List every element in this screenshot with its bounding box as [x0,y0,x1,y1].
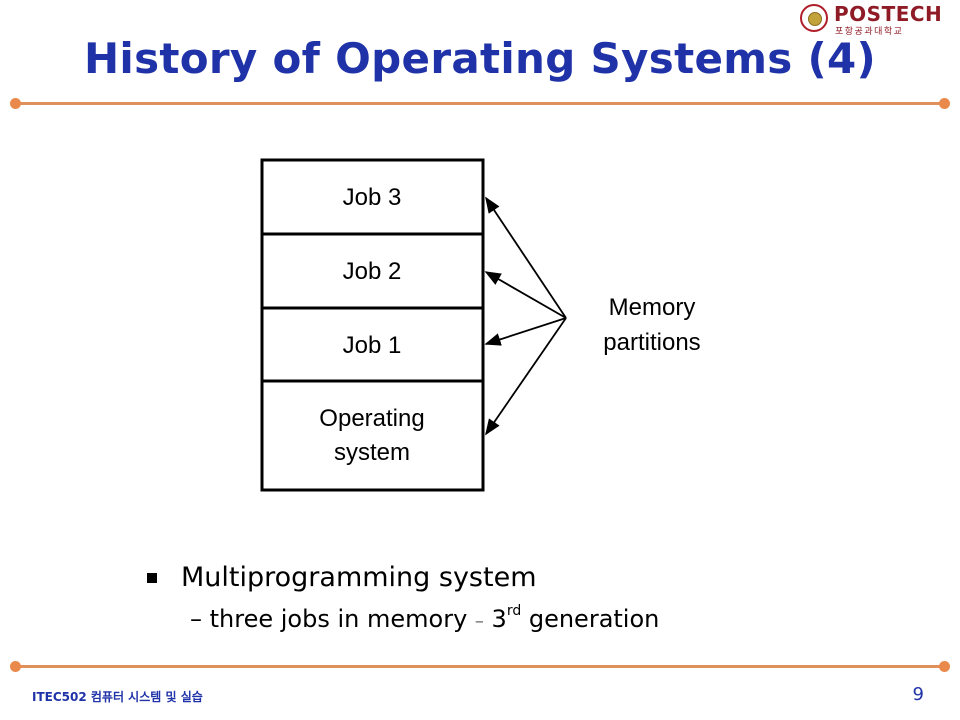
arrow-to-job1 [484,317,567,346]
ordinal-suffix: rd [506,603,522,619]
bullet-item: Multiprogramming system [145,562,659,593]
sub-tail: generation [521,605,660,633]
header-divider-left-dot [10,98,21,109]
footer-divider-left-dot [10,661,21,672]
partition-label-os-line1: Operating [319,405,424,432]
memory-partitions-label-line1: Memory [609,294,696,321]
sub-bullet-text: three jobs in memory [209,605,475,633]
partition-label-job3: Job 3 [343,184,402,211]
footer-divider [16,665,944,668]
bullet-list: Multiprogramming system – three jobs in … [145,562,659,633]
arrow-to-job3 [485,196,567,319]
sub-bullet-dash-icon: – [190,605,202,633]
inline-dash: – [474,611,484,632]
postech-logo: POSTECH 포항공과대학교 [800,2,952,37]
partition-label-os-line2: system [334,439,410,466]
page-number: 9 [912,684,924,705]
logo-name: POSTECH [834,2,943,26]
sub-number: 3 [483,605,507,633]
footer-divider-right-dot [939,661,950,672]
arrow-to-os [485,317,567,436]
square-bullet-icon [147,572,157,583]
header-divider-right-dot [939,98,950,109]
slide-title: History of Operating Systems (4) [83,34,877,83]
memory-partitions-label-line2: partitions [603,329,700,356]
header-divider [16,102,944,105]
partition-label-job2: Job 2 [343,258,402,285]
arrow-to-job2 [484,271,567,319]
logo-subtitle: 포항공과대학교 [835,27,904,37]
university-seal-icon [800,4,828,32]
sub-bullet-item: – three jobs in memory – 3rd generation [190,603,659,633]
partition-label-job1: Job 1 [343,332,402,359]
memory-stack-outline [260,158,485,492]
course-footer: ITEC502 컴퓨터 시스템 및 실습 [32,690,203,704]
bullet-text: Multiprogramming system [181,562,537,593]
